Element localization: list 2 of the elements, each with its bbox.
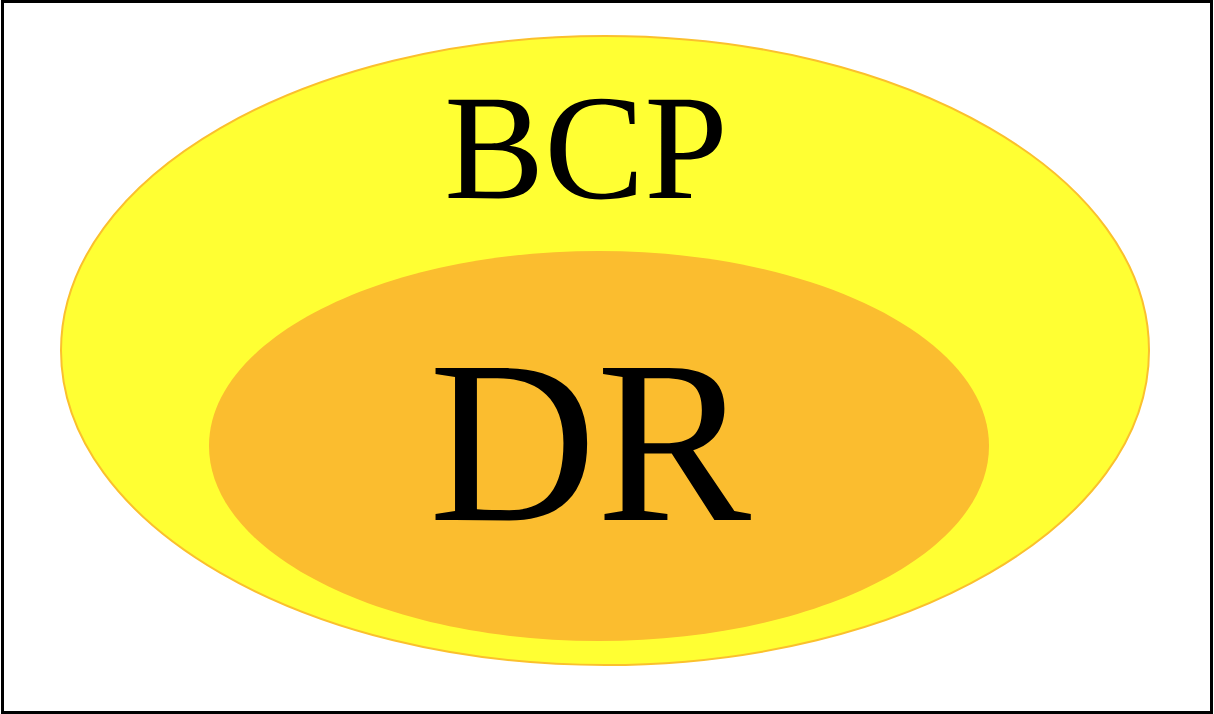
region-label: DR: [435, 368, 751, 521]
region-label: BCP: [448, 98, 722, 200]
